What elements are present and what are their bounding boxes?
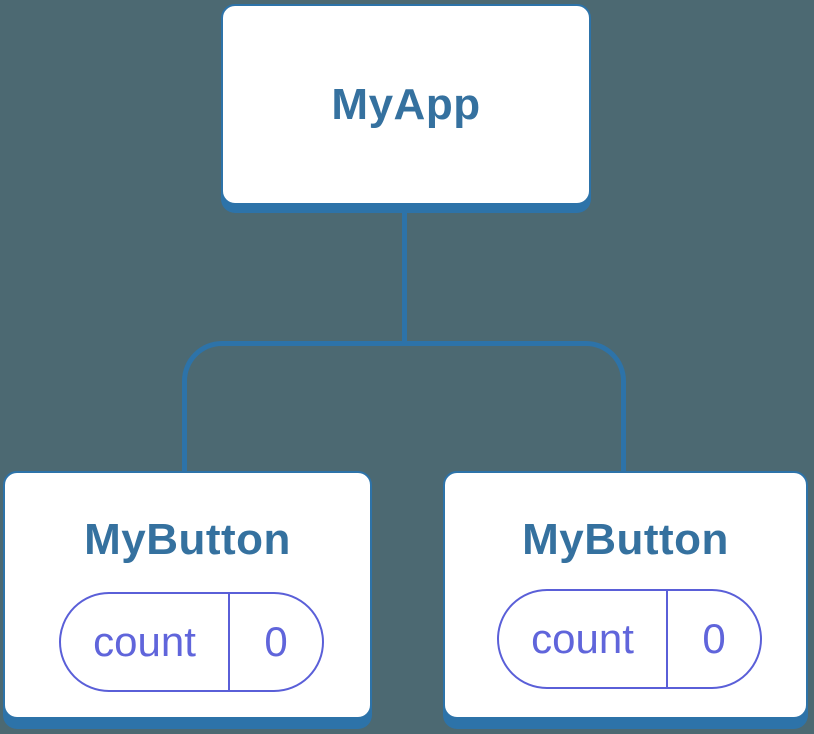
tree-stem-line: [402, 209, 407, 345]
component-card-myapp: MyApp: [221, 4, 591, 205]
state-key-right: count: [531, 615, 634, 662]
state-pill-divider-left: [228, 594, 230, 690]
component-label-myapp: MyApp: [331, 79, 481, 129]
component-card-mybutton-right: MyButton count 0: [443, 471, 808, 719]
state-key-left: count: [93, 618, 196, 665]
tree-branch-connector: [182, 341, 626, 472]
state-value-left: 0: [264, 618, 288, 665]
component-label-mybutton-left: MyButton: [84, 515, 291, 564]
state-pill-divider-right: [666, 591, 668, 687]
state-pill-left: count 0: [59, 592, 324, 692]
component-card-mybutton-left: MyButton count 0: [3, 471, 372, 719]
state-value-right: 0: [702, 615, 726, 662]
component-label-mybutton-right: MyButton: [522, 515, 729, 564]
state-pill-right: count 0: [497, 589, 762, 689]
